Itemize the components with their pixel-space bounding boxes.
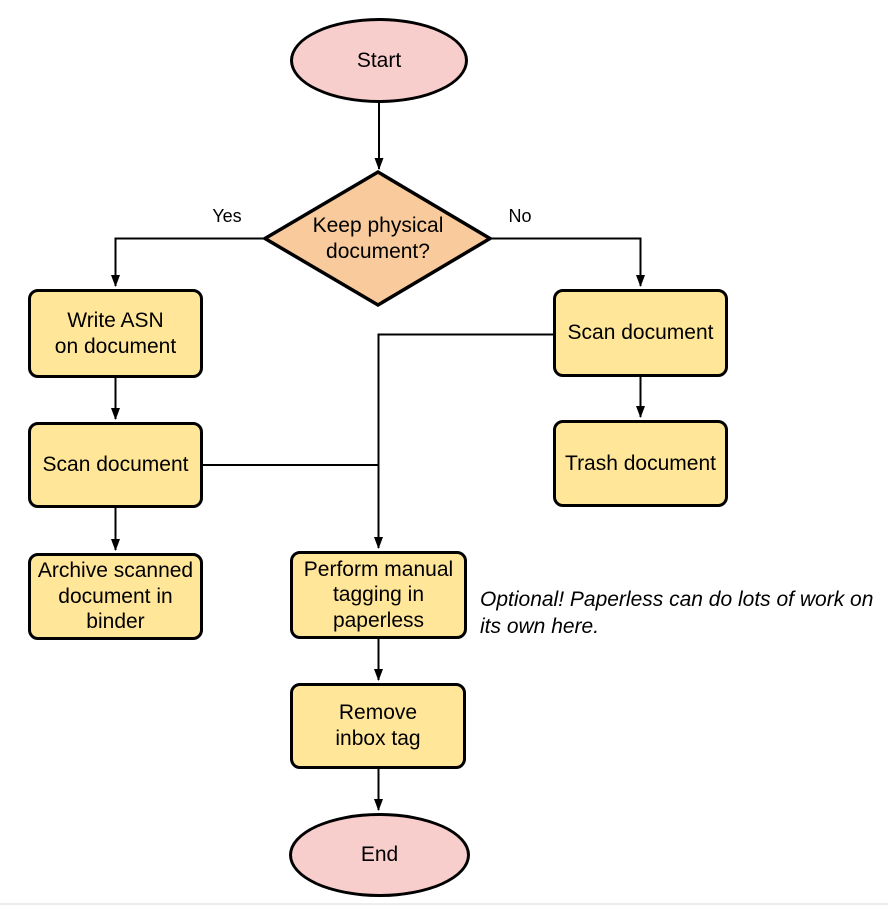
bottom-edge-divider bbox=[0, 903, 888, 905]
edge-decision-to-write-asn bbox=[111, 237, 265, 287]
edge-label-no: No bbox=[508, 206, 532, 226]
node-write-asn: Write ASN on document bbox=[28, 289, 203, 378]
node-manual-tagging: Perform manual tagging in paperless bbox=[290, 551, 467, 639]
node-decision-label: Keep physical document? bbox=[312, 213, 444, 263]
node-end: End bbox=[289, 813, 470, 897]
node-remove-inbox-tag: Remove inbox tag bbox=[290, 683, 466, 769]
annotation-optional-note: Optional! Paperless can do lots of work … bbox=[480, 588, 874, 639]
node-scan-document-left: Scan document bbox=[28, 422, 203, 508]
edge-label-yes: Yes bbox=[212, 206, 242, 226]
node-archive-binder: Archive scanned document in binder bbox=[28, 553, 203, 640]
edge-decision-to-scan-right bbox=[490, 237, 645, 287]
node-trash-document: Trash document bbox=[553, 420, 728, 507]
node-scan-document-right: Scan document bbox=[553, 289, 728, 377]
edge-scan-right-to-tagging bbox=[374, 333, 553, 549]
node-start: Start bbox=[290, 18, 468, 103]
decision-diamond-shape bbox=[261, 169, 494, 308]
